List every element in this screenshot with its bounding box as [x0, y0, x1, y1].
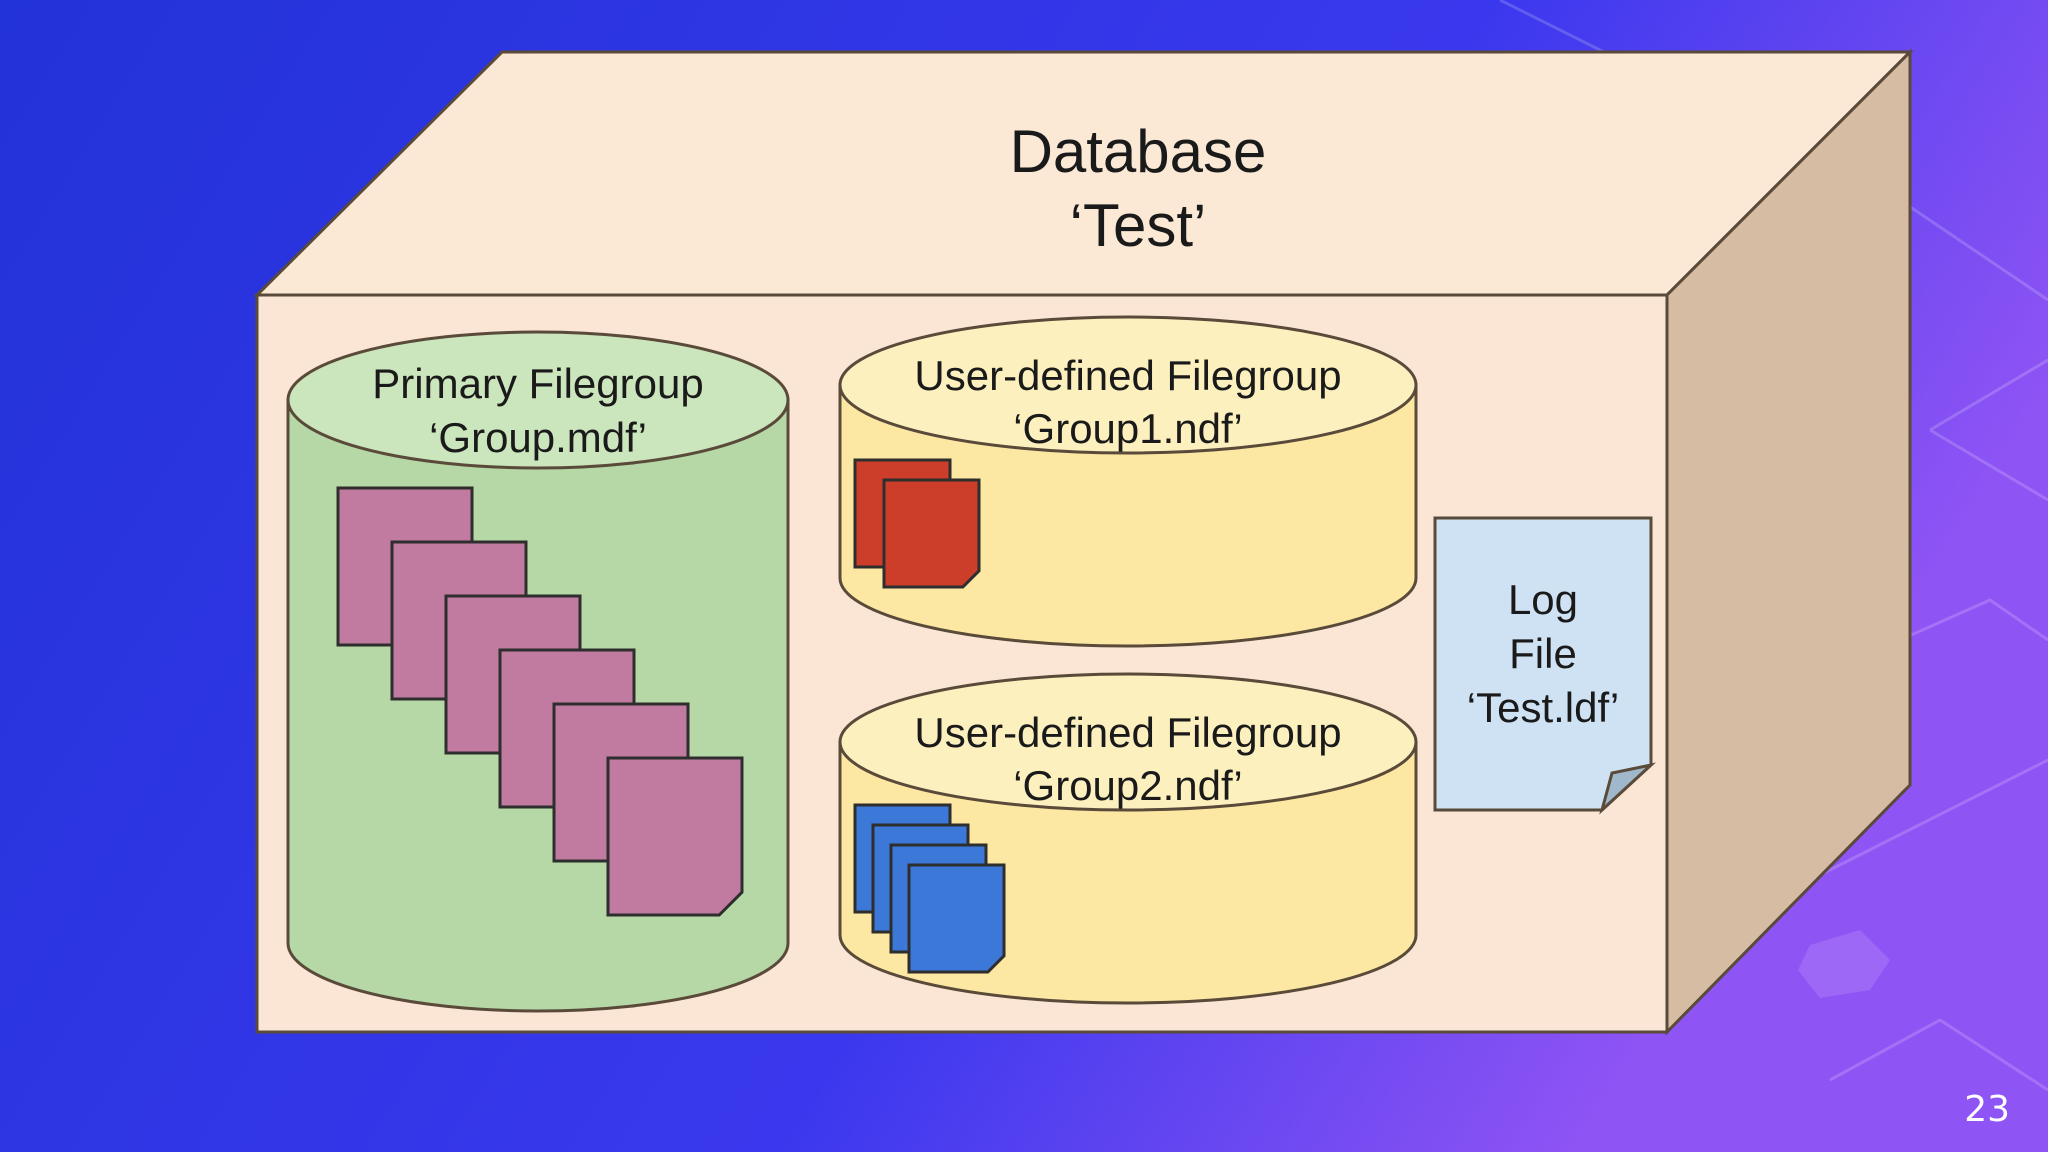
log-file-line2: File: [1509, 630, 1577, 677]
user-filegroup-1-line1: User-defined Filegroup: [914, 352, 1341, 399]
group1-data-file-2: [882, 478, 981, 589]
user-filegroup-1-line2: ‘Group1.ndf’: [1013, 405, 1243, 452]
group1-data-file-fold-corner: [962, 570, 980, 588]
database-title-line1: Database: [1010, 118, 1267, 185]
primary-data-file-fold-corner: [718, 891, 743, 916]
primary-filegroup-line1: Primary Filegroup: [372, 360, 703, 407]
group1-data-files: [853, 458, 981, 589]
user-filegroup-2-line2: ‘Group2.ndf’: [1013, 762, 1243, 809]
user-filegroup-1-cylinder: User-defined Filegroup ‘Group1.ndf’: [838, 315, 1418, 648]
decorative-lines: [1499, 0, 2048, 1092]
decorative-hexagon: [1798, 930, 1890, 998]
primary-data-files: [336, 486, 744, 917]
log-file-page: Log File ‘Test.ldf’: [1433, 516, 1657, 815]
primary-data-file-6: [606, 756, 744, 917]
primary-filegroup-line2: ‘Group.mdf’: [429, 414, 647, 461]
group2-data-files: [853, 803, 1006, 974]
log-file-line3: ‘Test.ldf’: [1467, 684, 1619, 731]
user-filegroup-2-cylinder: User-defined Filegroup ‘Group2.ndf’: [838, 672, 1418, 1005]
log-file-line1: Log: [1508, 576, 1578, 623]
user-filegroup-2-line1: User-defined Filegroup: [914, 709, 1341, 756]
database-title-line2: ‘Test’: [1070, 192, 1207, 259]
group2-data-file-4: [907, 863, 1006, 974]
group2-data-file-fold-corner: [987, 955, 1005, 973]
slide-number: 23: [1964, 1089, 2010, 1130]
